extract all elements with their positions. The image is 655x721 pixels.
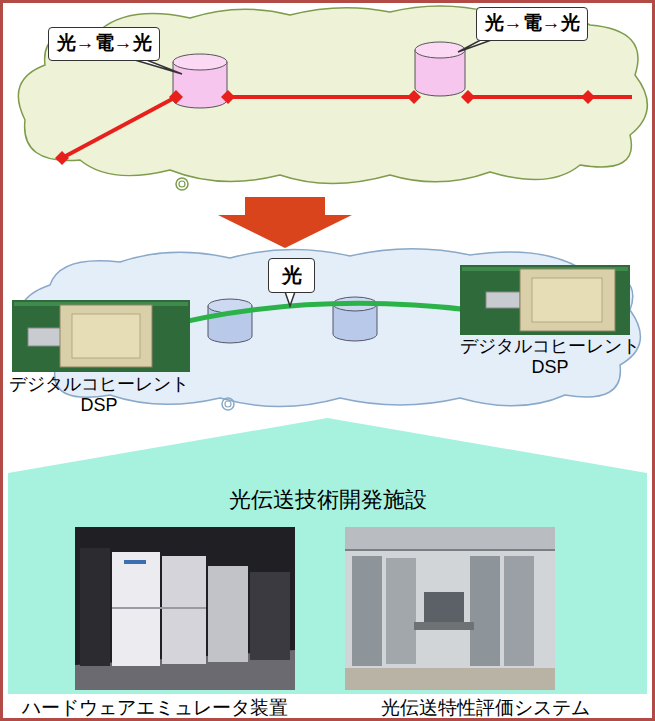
dsp-connector: [28, 328, 62, 346]
server-rack: [208, 566, 248, 662]
equipment-rack: [504, 556, 534, 666]
cable-tray: [345, 549, 555, 551]
router-cylinder-top: [415, 42, 465, 58]
photo-floor: [75, 650, 295, 690]
facility-panel: 光伝送技術開発施設: [8, 418, 647, 694]
optical-link: [228, 95, 414, 99]
dsp-package: [60, 305, 152, 367]
link-end-diamond: [581, 90, 595, 104]
callout-text: 光→電→光: [484, 11, 580, 36]
dsp-connector: [486, 292, 520, 308]
dsp-package: [520, 269, 615, 331]
dsp-board: [460, 265, 630, 335]
server-rack: [80, 548, 110, 666]
link-end-diamond: [169, 90, 183, 104]
callout-box: 光→電→光: [48, 27, 160, 61]
callout-text: 光→電→光: [56, 31, 152, 56]
rack-seam: [112, 607, 206, 609]
callout-text: 光: [281, 262, 302, 288]
cloud-puff: [179, 181, 185, 187]
optical-link: [468, 95, 632, 99]
component-label: デジタルコヒーレント DSP: [4, 374, 194, 415]
transition-arrow: [218, 197, 352, 248]
network-cloud: [18, 6, 647, 184]
server-rack: [162, 556, 206, 664]
server-rack: [250, 572, 290, 660]
photo-ceiling: [345, 527, 555, 549]
server-rack: [112, 552, 160, 666]
panel-outline: [8, 418, 647, 694]
cloud-puff: [225, 401, 231, 407]
equipment-rack: [352, 556, 382, 666]
photo-floor: [345, 668, 555, 690]
dsp-board: [12, 300, 190, 372]
callout-box: 光→電→光: [476, 7, 588, 41]
optical-link: [62, 97, 176, 158]
link-end-diamond: [55, 151, 69, 165]
lab-table: [414, 622, 474, 630]
equipment-rack: [470, 556, 500, 666]
photo-caption: 光伝送特性評価システム: [381, 697, 590, 719]
callout-box: 光: [268, 258, 315, 293]
dsp-chip: [72, 314, 140, 358]
cloud-puff: [176, 178, 188, 190]
photo-caption: ハードウェアエミュレータ装置: [22, 697, 288, 719]
photo-background: [345, 527, 555, 690]
dsp-chip: [532, 278, 602, 322]
router-cylinder-top: [173, 54, 227, 70]
link-end-diamond: [461, 90, 475, 104]
optical-path: [150, 303, 470, 330]
panel-shape: [8, 418, 647, 694]
link-end-diamond: [221, 90, 235, 104]
equipment-rack: [386, 558, 416, 664]
cloud-puff: [222, 398, 234, 410]
photo-background: [75, 527, 295, 690]
component-label: デジタルコヒーレント DSP: [455, 336, 645, 377]
panel-title: 光伝送技術開発施設: [8, 486, 647, 515]
equipment-unit: [424, 592, 464, 622]
rack-logo: [124, 560, 146, 564]
link-end-diamond: [407, 90, 421, 104]
